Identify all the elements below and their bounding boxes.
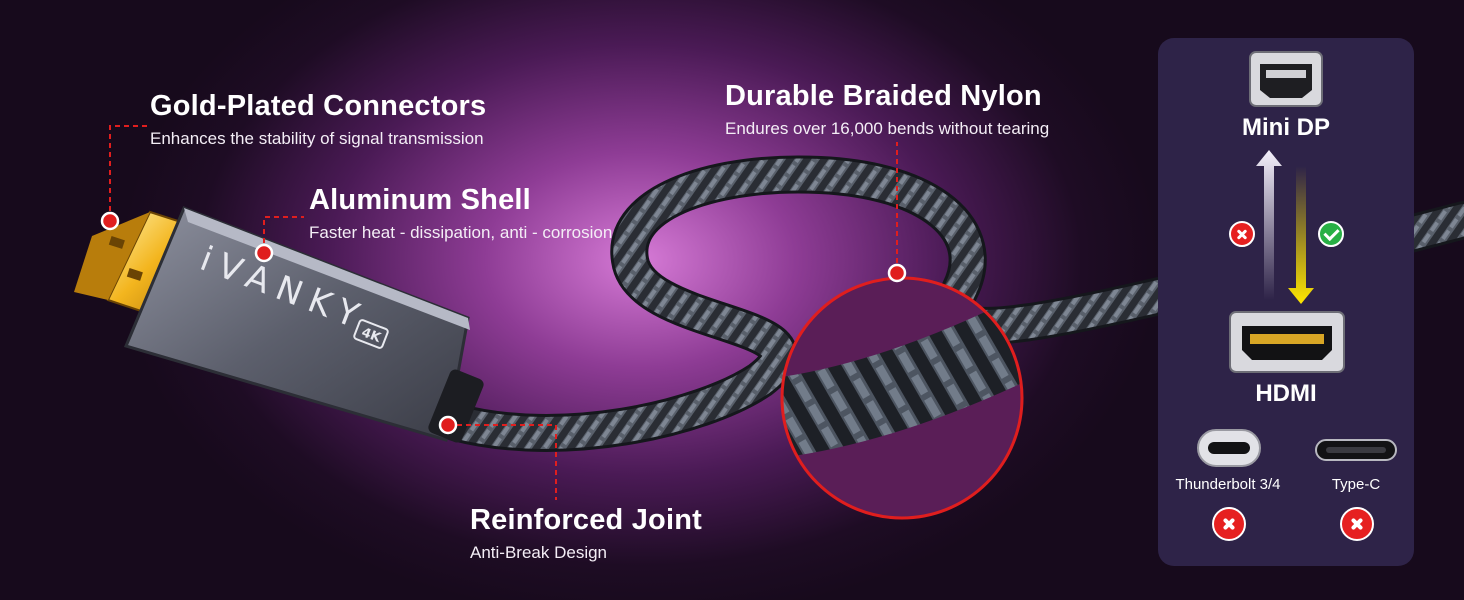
hdmi-label: HDMI xyxy=(1255,380,1317,407)
usb-c-port-icon xyxy=(1197,429,1261,467)
usb-c-port-icon xyxy=(1315,439,1397,461)
mini-dp-label: Mini DP xyxy=(1242,114,1330,141)
up-arrow-icon xyxy=(1256,150,1282,300)
thunderbolt-label: Thunderbolt 3/4 xyxy=(1175,476,1281,493)
down-arrow-icon xyxy=(1288,166,1314,304)
hdmi-port-icon xyxy=(1229,311,1345,373)
reinforced-joint-marker xyxy=(438,415,458,435)
badge-4k: 4K xyxy=(359,325,383,346)
hdmi-connector: iVANKY 4K xyxy=(74,206,484,443)
reinforced-joint-subtitle: Anti-Break Design xyxy=(470,543,608,562)
braided-nylon-callout: Durable Braided Nylon Endures over 16,00… xyxy=(725,80,1049,139)
type-c-label: Type-C xyxy=(1331,476,1381,493)
badge-4k-box xyxy=(353,319,389,349)
x-mark-icon xyxy=(1229,221,1255,247)
gold-connector-marker xyxy=(100,211,120,231)
compatibility-panel: Mini DP HDMI Thunderbolt 3/4 Type-C xyxy=(1158,38,1414,566)
aluminum-shell-marker xyxy=(254,243,274,263)
aluminum-shell-title: Aluminum Shell xyxy=(309,184,531,216)
braided-nylon-marker xyxy=(887,263,907,283)
x-mark-icon xyxy=(1340,507,1374,541)
reinforced-joint-callout: Reinforced Joint Anti-Break Design xyxy=(470,504,702,563)
aluminum-shell-callout: Aluminum Shell Faster heat - dissipation… xyxy=(309,184,612,243)
gold-connectors-subtitle: Enhances the stability of signal transmi… xyxy=(150,129,484,148)
mini-dp-port-icon xyxy=(1249,51,1323,107)
aluminum-shell-subtitle: Faster heat - dissipation, anti - corros… xyxy=(309,223,613,242)
reinforced-joint-title: Reinforced Joint xyxy=(470,504,702,536)
braided-nylon-subtitle: Endures over 16,000 bends without tearin… xyxy=(725,119,1050,138)
leader-lines xyxy=(109,125,898,500)
braided-nylon-title: Durable Braided Nylon xyxy=(725,80,1042,112)
gold-connectors-callout: Gold-Plated Connectors Enhances the stab… xyxy=(150,90,486,149)
x-mark-icon xyxy=(1212,507,1246,541)
gold-connectors-title: Gold-Plated Connectors xyxy=(150,90,487,122)
check-mark-icon xyxy=(1318,221,1344,247)
